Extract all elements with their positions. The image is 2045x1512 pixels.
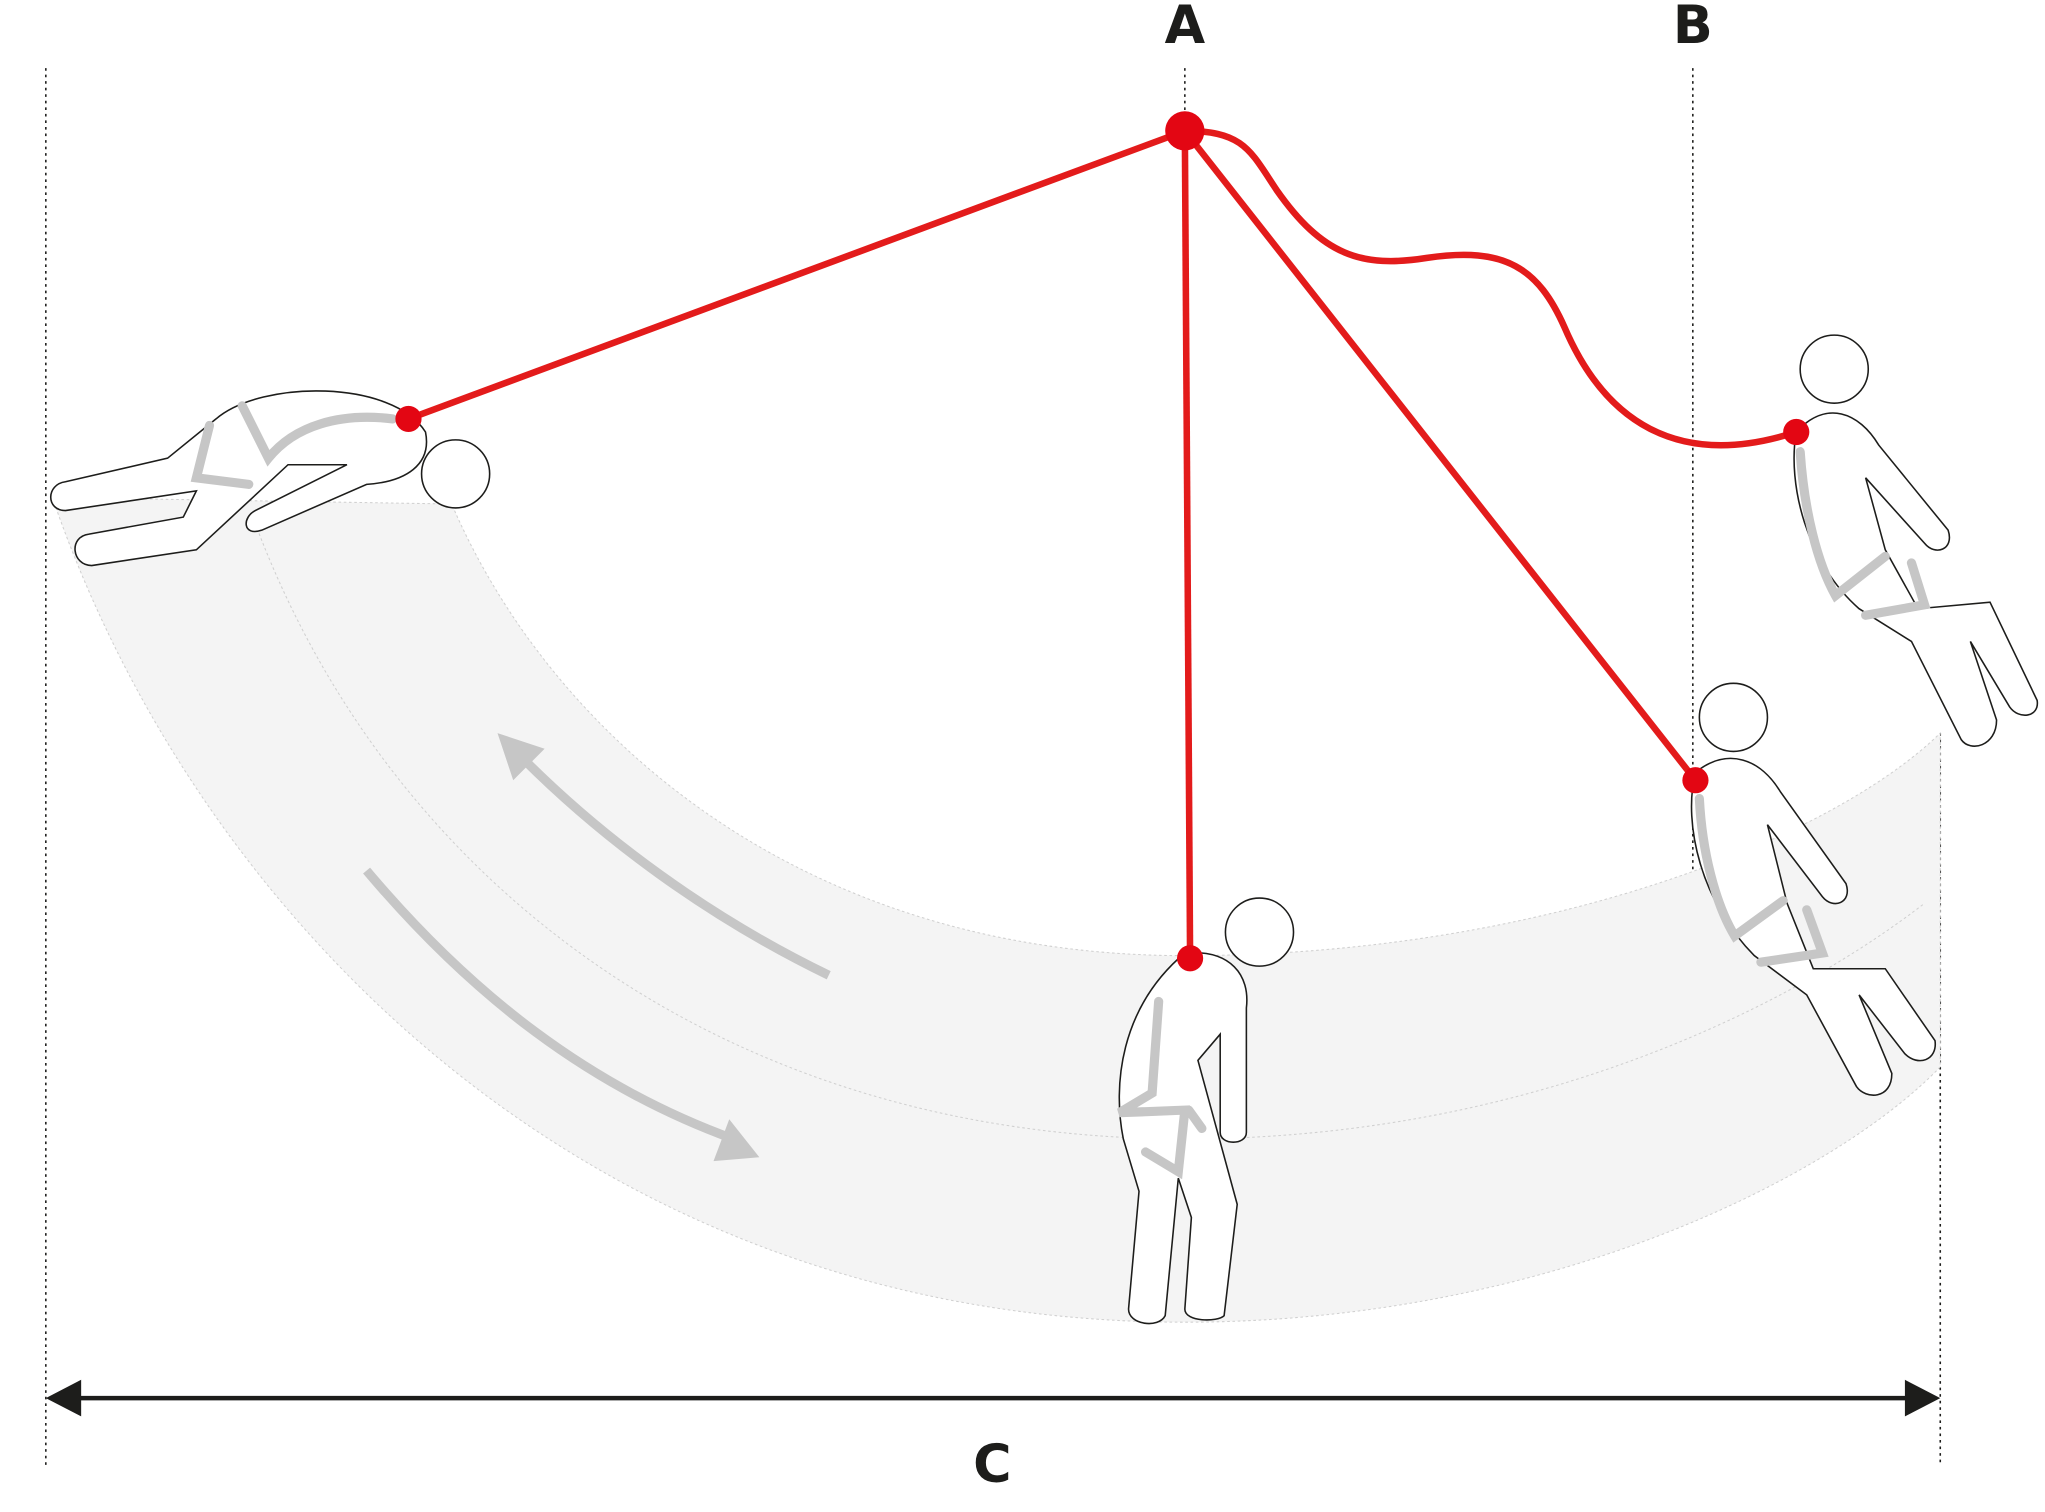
person-harness bbox=[1694, 793, 1829, 967]
label-a: A bbox=[1165, 0, 1206, 56]
person-head bbox=[1224, 897, 1295, 967]
arrowhead-right-icon bbox=[1904, 1379, 1941, 1417]
dimension-c bbox=[45, 1379, 1941, 1417]
person-harness bbox=[190, 401, 398, 489]
swing-zone-band bbox=[51, 496, 1941, 1323]
rope-diagonal bbox=[1182, 128, 1699, 783]
person-head bbox=[1698, 682, 1769, 753]
person-swinging-upper bbox=[1793, 334, 2038, 747]
rope-vertical bbox=[1181, 130, 1194, 959]
swing-zone-midline bbox=[254, 523, 1925, 1140]
person-swinging-lower bbox=[1690, 682, 1936, 1096]
rope-slack bbox=[1184, 127, 1798, 449]
ropes bbox=[407, 127, 1798, 959]
arrowhead-left-icon bbox=[45, 1379, 82, 1417]
arrow-down-right-head bbox=[713, 1119, 760, 1162]
person-horizontal bbox=[50, 390, 491, 567]
person-harness bbox=[1117, 996, 1207, 1180]
attachment-point bbox=[1176, 945, 1204, 972]
person-hanging-center bbox=[1117, 897, 1295, 1325]
rope-to-horizontal bbox=[407, 127, 1186, 422]
anchor-points bbox=[395, 111, 1810, 972]
label-c: C bbox=[973, 1434, 1011, 1495]
person-body bbox=[50, 390, 428, 567]
person-harness bbox=[1795, 447, 1931, 620]
attachment-point bbox=[1682, 767, 1709, 794]
attachment-point bbox=[395, 405, 422, 432]
label-b: B bbox=[1673, 0, 1713, 56]
swing-arrows bbox=[363, 733, 831, 1162]
anchor-point-a bbox=[1165, 111, 1205, 151]
arrow-down-right bbox=[363, 867, 735, 1144]
attachment-point bbox=[1783, 418, 1810, 446]
arrow-up-left bbox=[520, 756, 831, 980]
person-head bbox=[1799, 334, 1870, 404]
person-head bbox=[420, 439, 491, 509]
